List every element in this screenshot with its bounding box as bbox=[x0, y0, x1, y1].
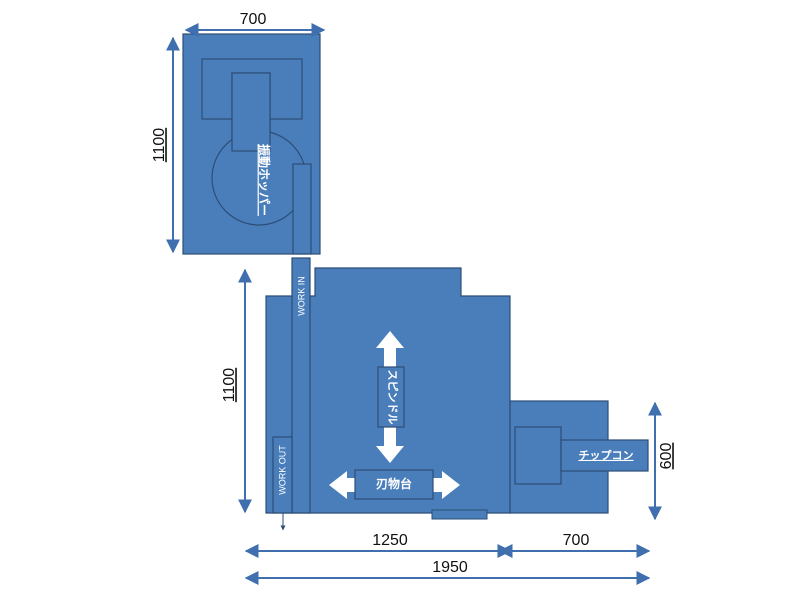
hopper-chute bbox=[292, 163, 312, 255]
spindle-arrow-up bbox=[376, 331, 404, 368]
machine-unit: WORK IN WORK OUT スピンドル 刃物台 bbox=[265, 257, 511, 531]
tool-table-box bbox=[354, 469, 434, 500]
tool-table-label: 刃物台 bbox=[376, 476, 412, 491]
work-out-label: WORK OUT bbox=[277, 445, 287, 495]
hopper-unit: 振動ホッパー bbox=[182, 33, 321, 255]
dim-machine-height-text: 1100 bbox=[221, 368, 238, 403]
tool-table-arrow-right bbox=[432, 471, 460, 499]
bottom-tab bbox=[431, 509, 488, 520]
dim-conveyor-height-text: 600 bbox=[658, 443, 675, 470]
work-in-label: WORK IN bbox=[296, 276, 306, 316]
conveyor-inner bbox=[514, 426, 562, 485]
dim-hopper-height-text: 1100 bbox=[151, 128, 168, 163]
hopper-label: 振動ホッパー bbox=[257, 144, 272, 216]
hopper-feeder-top bbox=[231, 72, 271, 152]
dim-hopper-width-text: 700 bbox=[240, 11, 267, 28]
dim-total-width-text: 1950 bbox=[432, 559, 468, 576]
spindle-arrow-down bbox=[376, 426, 404, 463]
chip-conveyor-label: チップコン bbox=[579, 448, 634, 462]
work-in-chute bbox=[291, 257, 311, 514]
dim-machine-width-text: 1250 bbox=[372, 532, 408, 549]
spindle-label: スピンドル bbox=[386, 370, 399, 425]
dim-conveyor-width-text: 700 bbox=[563, 532, 590, 549]
tool-table-arrow-left bbox=[329, 471, 357, 499]
chip-conveyor-unit: チップコン bbox=[509, 400, 649, 514]
dimension-lines: 700 1100 1100 600 1250 700 1950 bbox=[151, 11, 675, 585]
spindle-box bbox=[377, 366, 405, 428]
conveyor-outlet bbox=[560, 439, 649, 472]
